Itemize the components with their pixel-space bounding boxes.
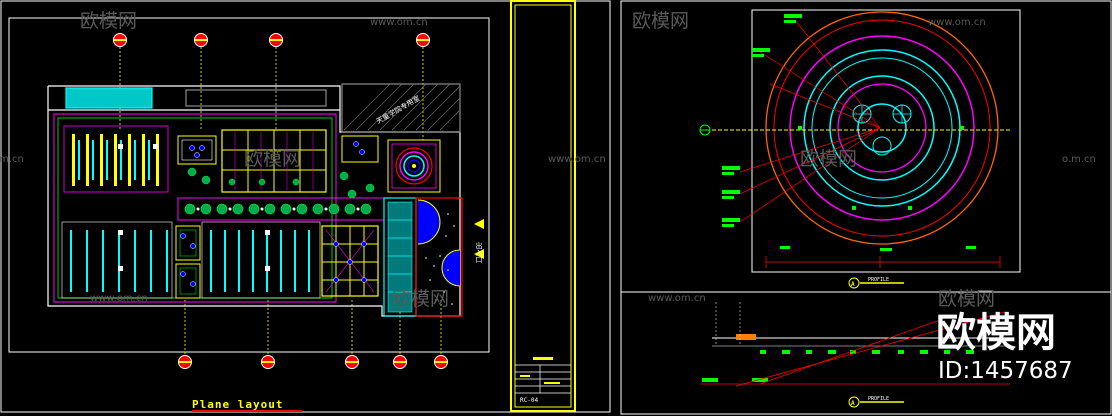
watermark-site: www.om.cn	[548, 154, 606, 165]
round-feature	[387, 139, 441, 193]
room-346	[341, 135, 379, 163]
section-label-bottom: A PROFILE	[848, 396, 904, 408]
axis-markers	[113, 33, 448, 369]
watermark-site: www.om.cn	[648, 293, 706, 304]
watermark-brand: 欧模网	[244, 148, 301, 170]
watermark-site: o.m.cn	[1062, 154, 1096, 165]
watermark-brand: 欧模网	[392, 288, 449, 310]
small-cubicles	[175, 225, 201, 299]
title-block: RC-04	[510, 0, 576, 412]
hatch-area	[343, 83, 461, 131]
watermark-brand: 欧模网	[80, 10, 137, 32]
plan-title: Plane layout	[192, 398, 283, 411]
area-label: 天童学院专用室	[375, 93, 422, 125]
drawing-number: RC-04	[520, 397, 538, 404]
watermark-site: www.om.cn	[928, 17, 986, 28]
exit-label: 出入口	[475, 241, 483, 263]
lobby	[415, 197, 463, 317]
overlay-brand: 欧模网	[936, 310, 1056, 356]
section-label-top: A PROFILE	[848, 277, 904, 289]
ceiling-detail	[699, 11, 1012, 268]
overlay-id: ID:1457687	[938, 358, 1073, 384]
cyan-corridor	[383, 197, 417, 317]
exit-markers: 出入口	[474, 219, 484, 263]
watermark-brand: 欧模网	[938, 288, 995, 310]
svg-text:A: A	[851, 400, 855, 407]
lattice-room	[321, 225, 379, 297]
watermark-brand: 欧模网	[800, 148, 857, 170]
office-strips	[63, 125, 169, 193]
floor-plan: 天童学院专用室	[47, 33, 484, 412]
watermark-brand: 欧模网	[632, 10, 689, 32]
open-area-rows	[61, 221, 321, 299]
elevation-section	[700, 302, 1010, 387]
watermark-site: www.om.cn	[370, 17, 428, 28]
small-room	[177, 135, 217, 165]
planter-row	[177, 167, 385, 221]
section-label-bottom-text: PROFILE	[868, 396, 889, 402]
grid-room	[221, 129, 327, 193]
watermark-layer: 欧模网 www.om.cn 欧模网 www.om.cn o.m.cn www.o…	[0, 10, 1096, 384]
watermark-site: o.m.cn	[0, 154, 24, 165]
section-label-top-text: PROFILE	[868, 277, 889, 283]
svg-text:A: A	[851, 281, 855, 288]
watermark-site: www.om.cn	[90, 293, 148, 304]
